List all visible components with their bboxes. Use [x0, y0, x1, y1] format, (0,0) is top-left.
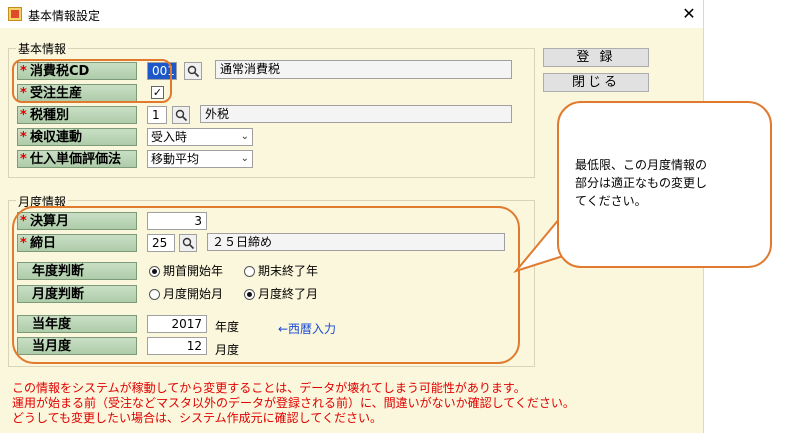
- warning-line-1: この情報をシステムが稼動してから変更することは、データが壊れてしまう可能性があり…: [12, 381, 526, 395]
- tax-type-search-button[interactable]: [172, 106, 190, 124]
- current-year-label: 当年度: [17, 315, 137, 333]
- tax-name-display: 通常消費税: [215, 60, 512, 79]
- search-icon: [187, 65, 200, 78]
- monthly-info-group: [8, 200, 535, 367]
- cutoff-day-name-display: ２５日締め: [207, 233, 505, 251]
- cutoff-day-label: * 締日: [17, 234, 137, 252]
- current-year-input[interactable]: 2017: [147, 315, 207, 333]
- callout-text: 最低限、この月度情報の 部分は適正なもの変更し てください。: [575, 156, 755, 210]
- chevron-down-icon: ⌄: [240, 153, 249, 164]
- annotation-callout: [557, 101, 772, 268]
- radio-label: 月度終了月: [258, 287, 319, 301]
- window-title: 基本情報設定: [28, 9, 101, 23]
- radio-month-end[interactable]: 月度終了月: [244, 286, 318, 302]
- radio-unselected-icon: [244, 266, 255, 277]
- app-icon: [8, 7, 22, 21]
- callout-line: てください。: [575, 194, 647, 208]
- cost-method-select[interactable]: 移動平均 ⌄: [147, 150, 253, 168]
- cost-method-selected: 移動平均: [151, 152, 200, 166]
- order-production-label-text: 受注生産: [30, 86, 83, 101]
- cutoff-day-label-text: 締日: [30, 236, 57, 251]
- radio-unselected-icon: [149, 289, 160, 300]
- tax-cd-search-button[interactable]: [184, 62, 202, 80]
- radio-label: 期首開始年: [163, 264, 224, 278]
- western-year-note: ←西暦入力: [278, 322, 337, 336]
- callout-line: 部分は適正なもの変更し: [575, 176, 708, 190]
- inspection-link-select[interactable]: 受入時 ⌄: [147, 128, 253, 146]
- required-mark: *: [20, 64, 27, 79]
- monthly-info-group-title: 月度情報: [16, 193, 69, 210]
- radio-fiscal-end-year[interactable]: 期末終了年: [244, 263, 318, 279]
- close-window-button[interactable]: ✕: [682, 4, 696, 23]
- required-mark: *: [20, 152, 27, 167]
- current-month-input[interactable]: 12: [147, 337, 207, 355]
- fiscal-year-judge-label-text: 年度判断: [32, 264, 85, 279]
- tax-cd-label-text: 消費税CD: [30, 64, 90, 79]
- tax-type-input[interactable]: 1: [147, 106, 167, 124]
- warning-line-3: どうしても変更したい場合は、システム作成元に確認してください。: [12, 411, 382, 425]
- current-year-unit: 年度: [215, 320, 240, 334]
- tax-cd-label: * 消費税CD: [17, 62, 137, 80]
- month-judge-label-text: 月度判断: [32, 287, 85, 302]
- warning-line-2: 運用が始まる前（受注などマスタ以外のデータが登録される前）に、間違いがないか確認…: [12, 396, 575, 410]
- current-year-label-text: 当年度: [32, 317, 72, 332]
- chevron-down-icon: ⌄: [240, 131, 249, 142]
- required-mark: *: [20, 236, 27, 251]
- current-month-label-text: 当月度: [32, 339, 72, 354]
- basic-info-group: [8, 48, 535, 178]
- required-mark: *: [20, 86, 27, 101]
- radio-fiscal-start-year[interactable]: 期首開始年: [149, 263, 223, 279]
- cost-method-label-text: 仕入単価評価法: [30, 152, 122, 167]
- required-mark: *: [20, 108, 27, 123]
- search-icon: [182, 237, 195, 250]
- current-month-unit: 月度: [215, 343, 240, 357]
- current-month-label: 当月度: [17, 337, 137, 355]
- cutoff-day-search-button[interactable]: [179, 234, 197, 252]
- closing-month-label: * 決算月: [17, 212, 137, 230]
- order-production-checkbox[interactable]: ✓: [151, 86, 164, 99]
- fiscal-year-judge-label: 年度判断: [17, 262, 137, 280]
- month-judge-label: 月度判断: [17, 285, 137, 303]
- title-bar: 基本情報設定 ✕: [0, 0, 703, 28]
- closing-month-input[interactable]: 3: [147, 212, 207, 230]
- order-production-label: * 受注生産: [17, 84, 137, 102]
- radio-label: 月度開始月: [163, 287, 224, 301]
- radio-label: 期末終了年: [258, 264, 319, 278]
- radio-month-start[interactable]: 月度開始月: [149, 286, 223, 302]
- basic-info-group-title: 基本情報: [16, 40, 69, 57]
- inspection-link-label: * 検収連動: [17, 128, 137, 146]
- tax-type-name-display: 外税: [200, 105, 512, 123]
- required-mark: *: [20, 130, 27, 145]
- cost-method-label: * 仕入単価評価法: [17, 150, 137, 168]
- required-mark: *: [20, 214, 27, 229]
- radio-selected-icon: [244, 289, 255, 300]
- inspection-link-label-text: 検収連動: [30, 130, 83, 145]
- close-button[interactable]: 閉じる: [543, 73, 649, 92]
- tax-cd-input[interactable]: 001: [147, 62, 177, 80]
- cutoff-day-input[interactable]: 25: [147, 234, 175, 252]
- search-icon: [175, 109, 188, 122]
- callout-line: 最低限、この月度情報の: [575, 158, 708, 172]
- radio-selected-icon: [149, 266, 160, 277]
- tax-type-label-text: 税種別: [30, 108, 70, 123]
- register-button[interactable]: 登 録: [543, 48, 649, 67]
- closing-month-label-text: 決算月: [30, 214, 70, 229]
- inspection-link-selected: 受入時: [151, 130, 188, 144]
- tax-type-label: * 税種別: [17, 106, 137, 124]
